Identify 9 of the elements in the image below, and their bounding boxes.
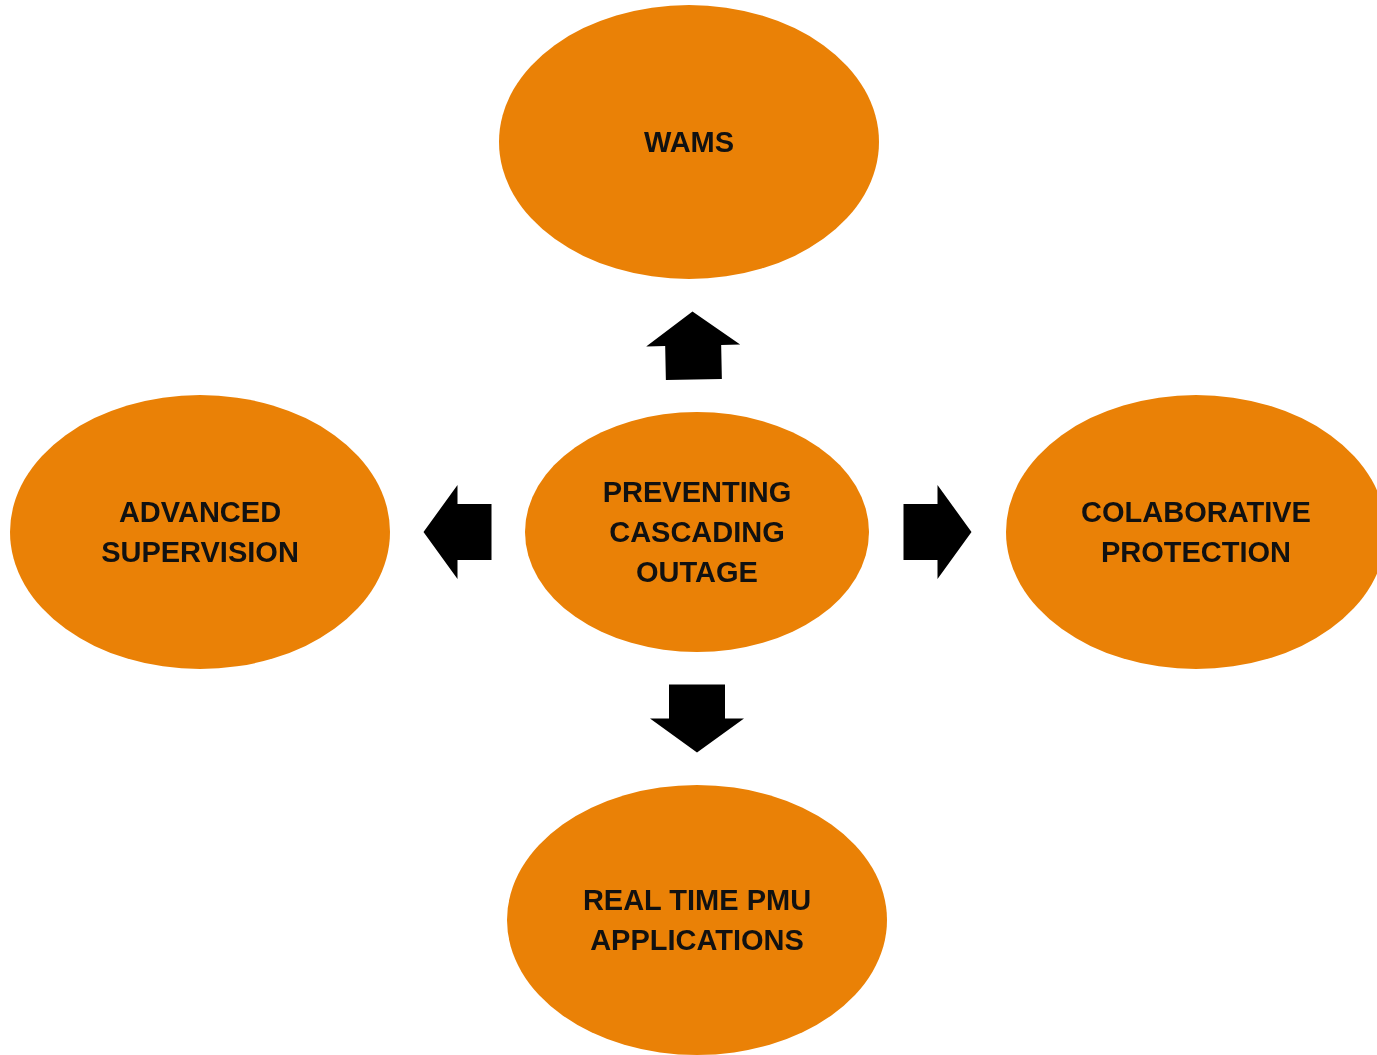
node-label: REAL TIME PMU APPLICATIONS [581, 883, 813, 958]
node-label: ADVANCED SUPERVISION [100, 495, 300, 570]
block-arrow [646, 311, 741, 381]
node-label: PREVENTING CASCADING OUTAGE [601, 475, 793, 590]
node-label: WAMS [642, 125, 736, 160]
node-label: COLABORATIVE PROTECTION [1080, 495, 1312, 570]
block-arrow [423, 485, 492, 579]
block-arrow [650, 684, 744, 753]
block-arrow [903, 485, 972, 579]
